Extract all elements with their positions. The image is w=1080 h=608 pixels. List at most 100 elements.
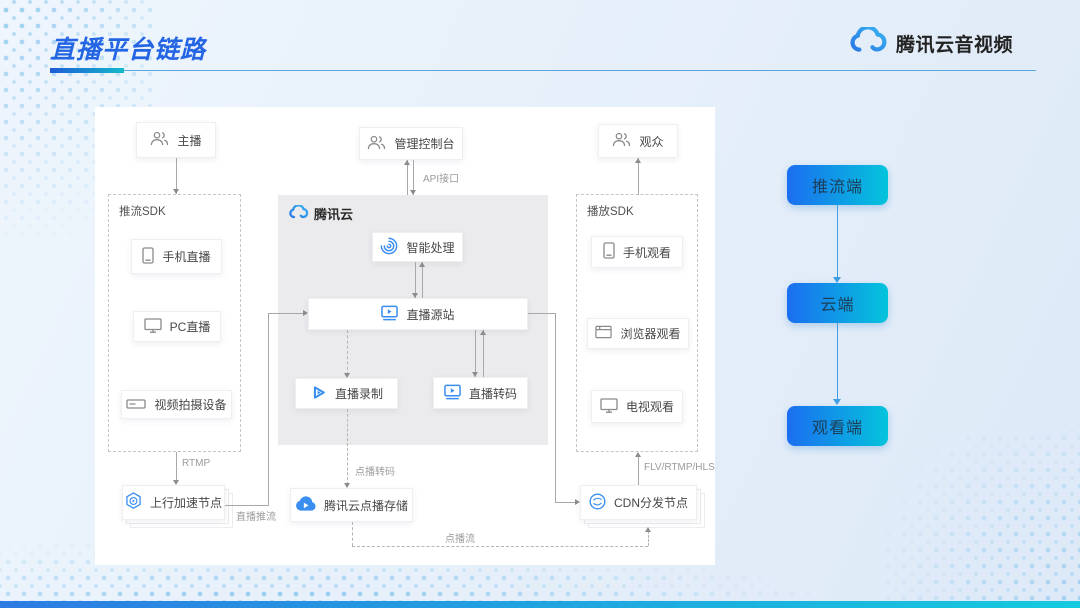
ai-spiral-icon bbox=[380, 237, 398, 258]
node-tv-watch[interactable]: 电视观看 bbox=[591, 390, 683, 423]
dot-pattern-bottom-right bbox=[880, 430, 1080, 608]
node-capture-device[interactable]: 视频拍摄设备 bbox=[121, 390, 232, 419]
arrowhead-up bbox=[634, 452, 641, 457]
brand-logo: 腾讯云音视频 bbox=[848, 25, 1014, 60]
brand-name: 腾讯云音视频 bbox=[896, 35, 1014, 56]
node-live-transcode[interactable]: 直播转码 bbox=[433, 377, 528, 409]
tv-icon bbox=[600, 397, 618, 416]
flow-step-push[interactable]: 推流端 bbox=[787, 165, 888, 205]
flow-arrow-1 bbox=[837, 205, 838, 278]
flow-step-push-label: 推流端 bbox=[811, 179, 863, 196]
arrowhead-up bbox=[418, 262, 425, 267]
node-tv-watch-label: 电视观看 bbox=[625, 400, 674, 414]
node-cdn-stack: CDN分发节点 bbox=[580, 485, 705, 528]
bottom-accent-bar bbox=[0, 601, 1080, 608]
phone-icon bbox=[603, 242, 615, 262]
users-icon bbox=[367, 135, 386, 153]
edge-label-live-push: 直播推流 bbox=[236, 512, 276, 523]
page-title: 直播平台链路 bbox=[50, 36, 207, 64]
edge-origin-cdn-v bbox=[555, 313, 556, 502]
node-mobile-live[interactable]: 手机直播 bbox=[131, 239, 222, 274]
title-underline-accent bbox=[50, 68, 124, 73]
node-mobile-watch[interactable]: 手机观看 bbox=[591, 236, 683, 268]
flow-step-cloud[interactable]: 云端 bbox=[787, 283, 888, 323]
flow-arrowhead-1 bbox=[833, 277, 841, 283]
node-capture-device-label: 视频拍摄设备 bbox=[154, 398, 227, 412]
phone-icon bbox=[142, 246, 155, 267]
edge-record-vod-dashed bbox=[347, 409, 348, 485]
tencent-cloud-icon bbox=[848, 25, 888, 60]
node-pc-live-label: PC直播 bbox=[169, 320, 211, 334]
edge-ai-origin-up bbox=[422, 262, 423, 298]
monitor-icon bbox=[144, 317, 162, 336]
users-icon bbox=[150, 131, 169, 149]
node-ai-process-label: 智能处理 bbox=[406, 240, 455, 255]
edge-vod-cdn-dashed bbox=[352, 546, 648, 547]
play-triangle-icon bbox=[310, 384, 327, 404]
capture-device-icon bbox=[126, 398, 147, 412]
node-console[interactable]: 管理控制台 bbox=[359, 127, 463, 160]
edge-ai-origin-down bbox=[415, 262, 416, 298]
edge-console-up bbox=[407, 160, 408, 195]
edge-origin-transcode-down bbox=[475, 330, 476, 377]
play-sdk-container: 播放SDK bbox=[576, 194, 698, 452]
node-pc-live[interactable]: PC直播 bbox=[133, 311, 221, 342]
node-live-transcode-label: 直播转码 bbox=[468, 386, 517, 401]
node-browser-watch-label: 浏览器观看 bbox=[620, 327, 681, 341]
edge-pushsdk-upstream bbox=[176, 452, 177, 483]
edge-origin-cdn-h bbox=[555, 502, 575, 503]
arrowhead-right bbox=[575, 498, 580, 505]
edge-label-vod-stream: 点播流 bbox=[445, 534, 475, 545]
cloud-zone-header: 腾讯云 bbox=[288, 203, 354, 223]
edge-origin-transcode-up bbox=[483, 330, 484, 377]
edge-cdn-playsdk bbox=[638, 455, 639, 485]
node-upstream-label: 上行加速节点 bbox=[149, 496, 222, 510]
edge-upstream-origin-v bbox=[268, 313, 269, 506]
play-sdk-label: 播放SDK bbox=[587, 206, 634, 218]
cloud-zone-label: 腾讯云 bbox=[314, 207, 354, 222]
edge-label-protocols: FLV/RTMP/HLS bbox=[644, 462, 715, 473]
node-live-origin[interactable]: 直播源站 bbox=[308, 298, 528, 330]
edge-playsdk-audience bbox=[638, 158, 639, 195]
title-underline bbox=[124, 70, 1036, 71]
node-host[interactable]: 主播 bbox=[136, 122, 216, 158]
node-vod-storage[interactable]: 腾讯云点播存储 bbox=[290, 488, 413, 522]
node-cdn-label: CDN分发节点 bbox=[614, 496, 688, 510]
node-live-origin-label: 直播源站 bbox=[406, 307, 455, 322]
node-browser-watch[interactable]: 浏览器观看 bbox=[587, 318, 689, 349]
node-cdn[interactable]: CDN分发节点 bbox=[580, 485, 697, 520]
edge-label-vod-transcode: 点播转码 bbox=[355, 467, 395, 478]
arrowhead-down bbox=[172, 480, 179, 485]
diagram-panel: 腾讯云 推流SDK 播放SDK 主播 管理控制台 观众 手机直播 bbox=[95, 107, 715, 565]
tencent-cloud-small-icon bbox=[288, 203, 309, 223]
video-play-icon bbox=[381, 305, 399, 324]
users-icon bbox=[612, 132, 631, 150]
flow-step-watch[interactable]: 观看端 bbox=[787, 406, 888, 446]
browser-icon bbox=[595, 325, 613, 342]
arrowhead-down bbox=[411, 293, 418, 298]
arrowhead-right bbox=[303, 309, 308, 316]
node-audience[interactable]: 观众 bbox=[598, 124, 678, 158]
node-upstream[interactable]: 上行加速节点 bbox=[122, 485, 225, 520]
node-live-record-label: 直播录制 bbox=[334, 387, 383, 401]
node-console-label: 管理控制台 bbox=[394, 137, 455, 151]
arrowhead-down bbox=[343, 483, 350, 488]
edge-origin-record-dashed bbox=[347, 330, 348, 375]
edge-host-pushsdk bbox=[176, 158, 177, 194]
node-ai-process[interactable]: 智能处理 bbox=[372, 232, 463, 262]
edge-vod-cdn-up-dashed bbox=[648, 531, 649, 546]
push-sdk-container: 推流SDK bbox=[108, 194, 241, 452]
edge-upstream-out-h bbox=[225, 505, 268, 506]
node-live-record[interactable]: 直播录制 bbox=[295, 378, 398, 409]
hexagon-accelerate-icon bbox=[125, 492, 142, 513]
arrowhead-down bbox=[471, 372, 478, 377]
flow-step-watch-label: 观看端 bbox=[811, 420, 863, 437]
edge-label-api: API接口 bbox=[423, 174, 460, 185]
push-sdk-label: 推流SDK bbox=[119, 206, 166, 218]
arrowhead-up bbox=[479, 330, 486, 335]
node-vod-storage-label: 腾讯云点播存储 bbox=[323, 498, 408, 513]
cloud-play-icon bbox=[295, 495, 316, 515]
video-play-icon bbox=[444, 384, 461, 403]
node-audience-label: 观众 bbox=[639, 134, 664, 149]
